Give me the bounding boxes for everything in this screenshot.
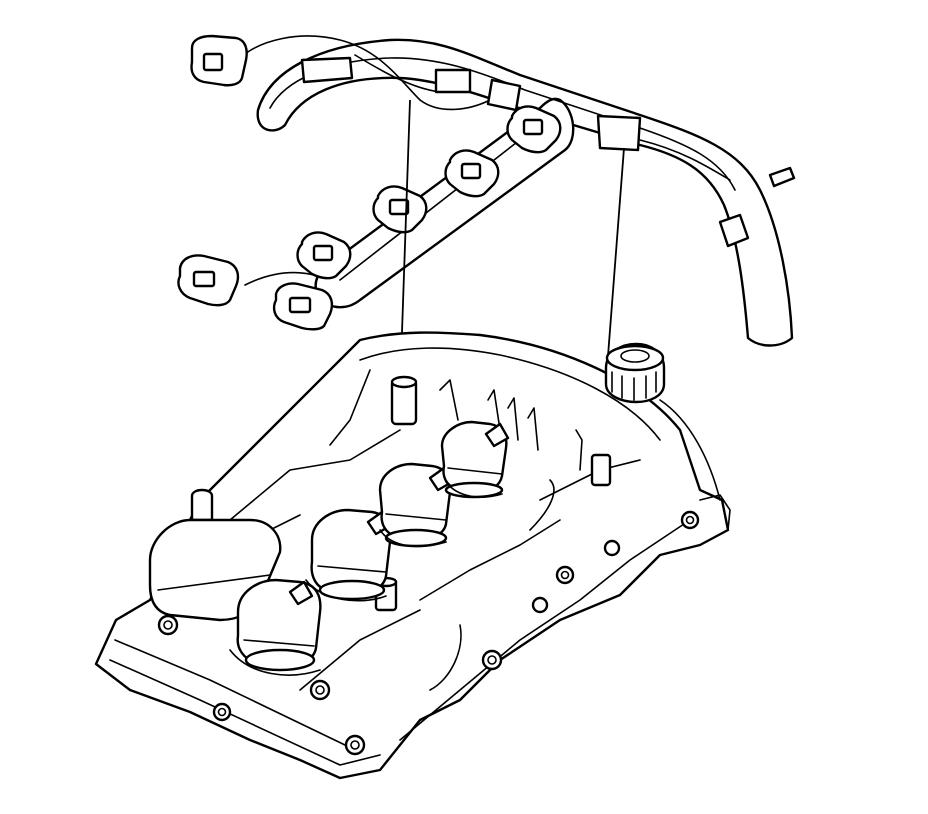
harness-connector-3 (272, 282, 334, 331)
harness-connector-2 (177, 254, 240, 307)
wiring-harness (239, 35, 796, 347)
harness-connector-4 (296, 231, 352, 280)
ignition-coil-4 (440, 420, 510, 499)
ignition-coil-1 (236, 578, 322, 672)
cover-detail-lines (229, 399, 731, 676)
ignition-coil-3 (378, 462, 454, 548)
harness-connector-5 (372, 185, 428, 234)
harness-connector-1 (190, 34, 248, 87)
harness-connector-6 (444, 149, 500, 198)
ignition-coil-2 (310, 508, 392, 601)
oil-fill-cap (604, 342, 666, 404)
harness-connector-7 (506, 105, 562, 154)
